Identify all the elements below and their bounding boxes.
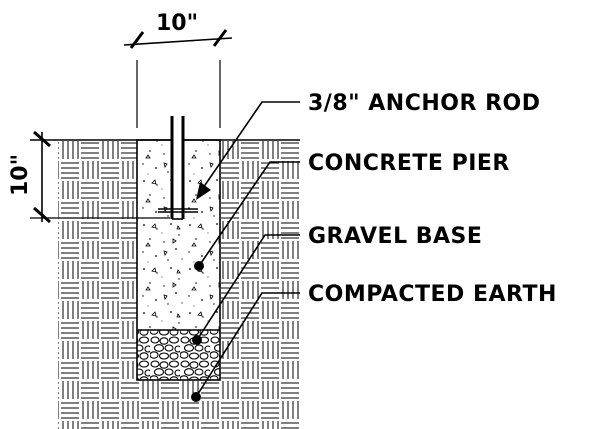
compacted-earth-leader	[191, 292, 300, 402]
compacted-earth-label: COMPACTED EARTH	[308, 282, 557, 307]
depth-dimension: 10"	[8, 130, 170, 224]
gravel-base	[137, 330, 220, 380]
width-dimension-label: 10"	[156, 11, 198, 36]
concrete-pier-leader	[194, 161, 300, 271]
anchor-rod-label: 3/8" ANCHOR ROD	[308, 91, 540, 116]
concrete-pier-label: CONCRETE PIER	[308, 151, 510, 176]
anchor-rod-leader	[196, 101, 300, 200]
gravel-base-label: GRAVEL BASE	[308, 224, 482, 249]
gravel-base-leader	[192, 234, 300, 345]
anchor-rod	[158, 116, 198, 220]
depth-dimension-label: 10"	[8, 154, 33, 196]
width-dimension: 10"	[123, 11, 233, 128]
